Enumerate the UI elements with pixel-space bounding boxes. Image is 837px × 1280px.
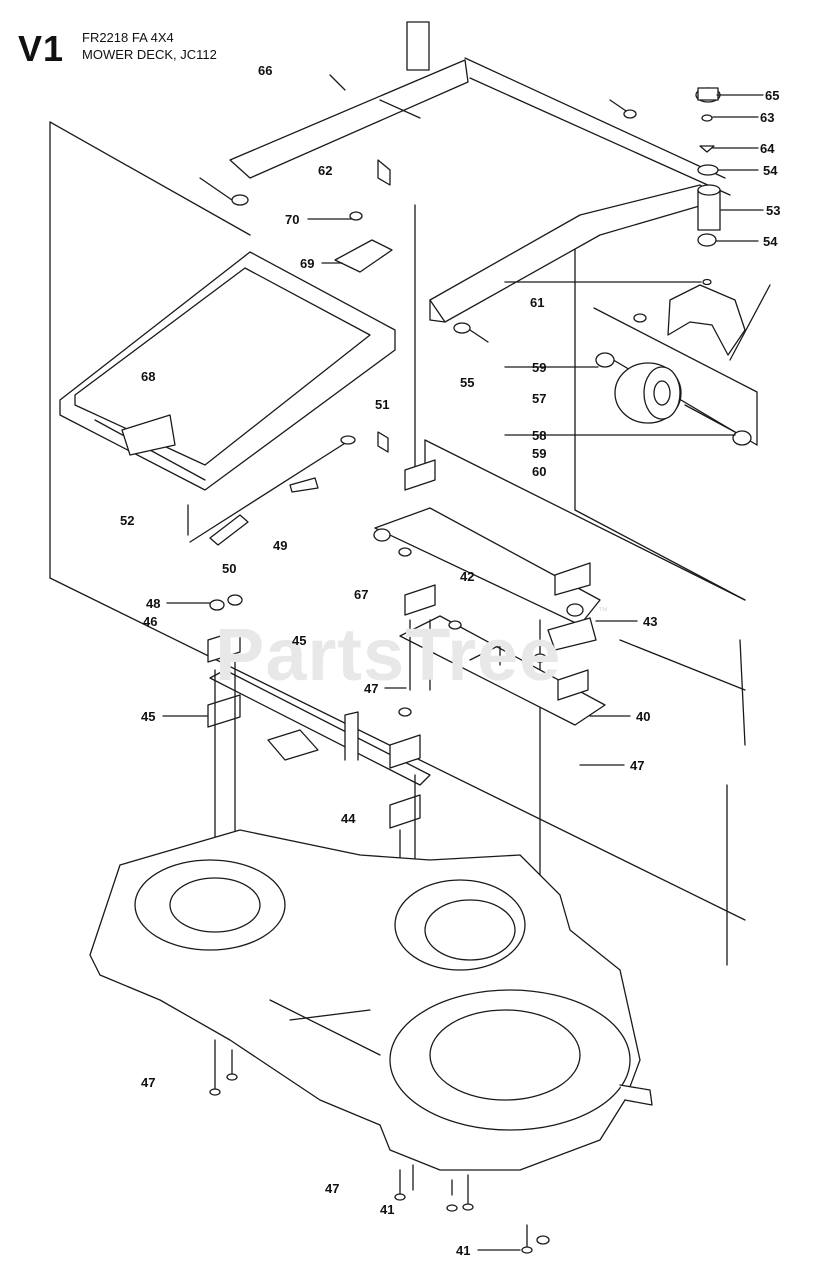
callout-45-lower[interactable]: 45 bbox=[141, 709, 156, 724]
callout-40[interactable]: 40 bbox=[636, 709, 651, 724]
callout-67[interactable]: 67 bbox=[354, 587, 369, 602]
section-title: MOWER DECK, JC112 bbox=[82, 47, 217, 62]
callout-51[interactable]: 51 bbox=[375, 397, 390, 412]
callout-44[interactable]: 44 bbox=[341, 811, 356, 826]
deck-bolts bbox=[209, 1039, 550, 1254]
callout-54-lower[interactable]: 54 bbox=[763, 234, 778, 249]
callout-54-upper[interactable]: 54 bbox=[763, 163, 778, 178]
watermark-trademark: ™ bbox=[598, 606, 608, 617]
mower-deck bbox=[89, 829, 653, 1171]
callout-59-upper[interactable]: 59 bbox=[532, 360, 547, 375]
callout-52[interactable]: 52 bbox=[120, 513, 135, 528]
frame-rear-bracket bbox=[199, 21, 637, 206]
callout-41-upper[interactable]: 41 bbox=[380, 1202, 395, 1217]
boundary-line-right bbox=[424, 439, 746, 601]
callout-58[interactable]: 58 bbox=[532, 428, 547, 443]
callout-69[interactable]: 69 bbox=[300, 256, 315, 271]
model-line: FR2218 FA 4X4 bbox=[82, 30, 174, 45]
callout-leaders bbox=[162, 94, 764, 1251]
callout-64[interactable]: 64 bbox=[760, 141, 775, 156]
callout-48[interactable]: 48 bbox=[146, 596, 161, 611]
callout-55[interactable]: 55 bbox=[460, 375, 475, 390]
rear-bracket-40 bbox=[399, 615, 606, 726]
center-bar bbox=[373, 507, 601, 626]
callout-66[interactable]: 66 bbox=[258, 63, 273, 78]
wheel-assembly bbox=[595, 284, 771, 446]
callout-49[interactable]: 49 bbox=[273, 538, 288, 553]
boundary-line-left bbox=[49, 121, 251, 236]
front-bar bbox=[209, 669, 431, 786]
bushings bbox=[207, 459, 597, 829]
callout-45-upper[interactable]: 45 bbox=[292, 633, 307, 648]
callout-42[interactable]: 42 bbox=[460, 569, 475, 584]
callout-47-bottom[interactable]: 47 bbox=[325, 1181, 340, 1196]
callout-61[interactable]: 61 bbox=[530, 295, 545, 310]
callout-47-left[interactable]: 47 bbox=[141, 1075, 156, 1090]
callout-59-lower[interactable]: 59 bbox=[532, 446, 547, 461]
callout-70[interactable]: 70 bbox=[285, 212, 300, 227]
link-rod bbox=[187, 431, 389, 546]
callout-43[interactable]: 43 bbox=[643, 614, 658, 629]
callout-68[interactable]: 68 bbox=[141, 369, 156, 384]
callout-65[interactable]: 65 bbox=[765, 88, 780, 103]
callout-63[interactable]: 63 bbox=[760, 110, 775, 125]
diagram-code: V1 bbox=[18, 28, 65, 69]
callout-60[interactable]: 60 bbox=[532, 464, 547, 479]
callout-41-lower[interactable]: 41 bbox=[456, 1243, 471, 1258]
callout-47-right[interactable]: 47 bbox=[630, 758, 645, 773]
callout-47-center[interactable]: 47 bbox=[364, 681, 379, 696]
callout-62[interactable]: 62 bbox=[318, 163, 333, 178]
front-deck-hanger bbox=[59, 251, 396, 491]
callout-57[interactable]: 57 bbox=[532, 391, 547, 406]
spindle-stack bbox=[695, 87, 721, 286]
callout-46[interactable]: 46 bbox=[143, 614, 158, 629]
callout-50[interactable]: 50 bbox=[222, 561, 237, 576]
callout-53[interactable]: 53 bbox=[766, 203, 781, 218]
bracket-assembly bbox=[334, 159, 393, 273]
